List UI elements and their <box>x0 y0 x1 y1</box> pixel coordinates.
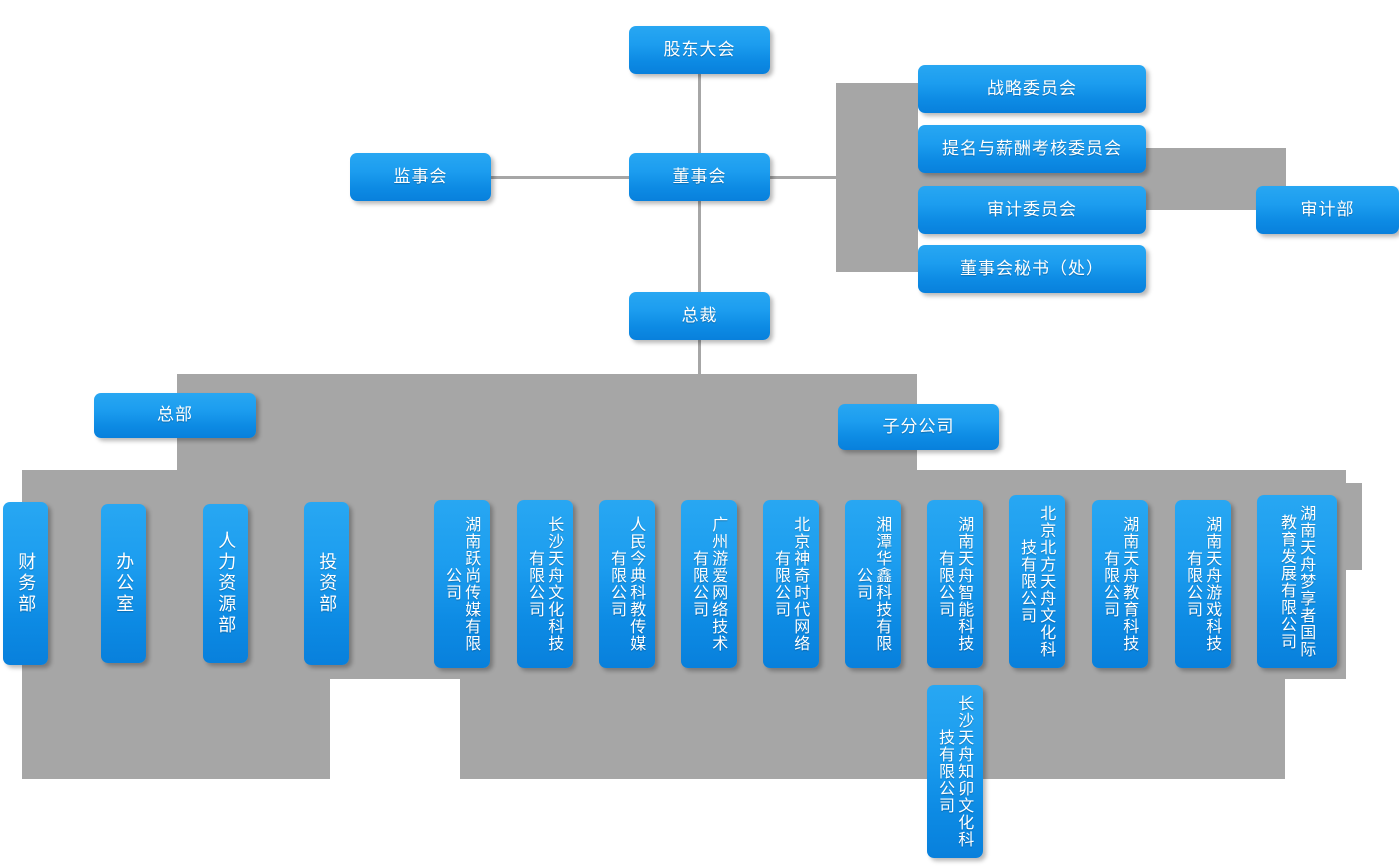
org-backdrop-upper <box>177 374 917 470</box>
subsidiary-box-10[interactable]: 湖南天舟梦享者国际教育发展有限公司 <box>1257 495 1337 668</box>
subsidiary-box-6[interactable]: 湖南天舟智能科技有限公司 <box>927 500 983 668</box>
subsidiary-box-7[interactable]: 北京北方天舟文化科技有限公司 <box>1009 495 1065 668</box>
subsidiary-box-0[interactable]: 湖南跃尚传媒有限公司 <box>434 500 490 668</box>
president-box[interactable]: 总裁 <box>629 292 770 340</box>
hq-dept-box-2[interactable]: 人力资源部 <box>203 504 248 663</box>
subsidiary-box-5[interactable]: 湘潭华鑫科技有限公司 <box>845 500 901 668</box>
connector-shareholders-to-board <box>698 74 701 202</box>
audit-department-box[interactable]: 审计部 <box>1256 186 1399 234</box>
committee-box-1[interactable]: 提名与薪酬考核委员会 <box>918 125 1146 173</box>
committee-backdrop <box>836 83 918 272</box>
connector-president-to-groups <box>698 338 701 378</box>
subsidiary-box-3[interactable]: 广州游爱网络技术有限公司 <box>681 500 737 668</box>
board-of-supervisors-box[interactable]: 监事会 <box>350 153 491 201</box>
connector-board-to-president <box>698 200 701 316</box>
hq-dept-box-3[interactable]: 投资部 <box>304 502 349 665</box>
committee-box-2[interactable]: 审计委员会 <box>918 186 1146 234</box>
committee-box-0[interactable]: 战略委员会 <box>918 65 1146 113</box>
hq-dept-box-1[interactable]: 办公室 <box>101 504 146 663</box>
subsidiary-row2-box-0[interactable]: 长沙天舟知卯文化科技有限公司 <box>927 685 983 858</box>
headquarters-group-box[interactable]: 总部 <box>94 393 256 438</box>
connector-board-to-committees <box>769 176 839 179</box>
org-backdrop-lower-left <box>22 679 330 779</box>
shareholders-meeting-box[interactable]: 股东大会 <box>629 26 770 74</box>
connector-supervisors-to-board <box>491 176 701 179</box>
subsidiary-box-8[interactable]: 湖南天舟教育科技有限公司 <box>1092 500 1148 668</box>
board-of-directors-box[interactable]: 董事会 <box>629 153 770 201</box>
subsidiary-box-1[interactable]: 长沙天舟文化科技有限公司 <box>517 500 573 668</box>
hq-dept-box-0[interactable]: 财务部 <box>3 502 48 665</box>
committee-box-3[interactable]: 董事会秘书（处） <box>918 245 1146 293</box>
subsidiaries-group-box[interactable]: 子分公司 <box>838 404 999 450</box>
org-backdrop-lower-mid <box>460 679 1285 779</box>
subsidiary-box-9[interactable]: 湖南天舟游戏科技有限公司 <box>1175 500 1231 668</box>
subsidiary-box-4[interactable]: 北京神奇时代网络有限公司 <box>763 500 819 668</box>
subsidiary-box-2[interactable]: 人民今典科教传媒有限公司 <box>599 500 655 668</box>
